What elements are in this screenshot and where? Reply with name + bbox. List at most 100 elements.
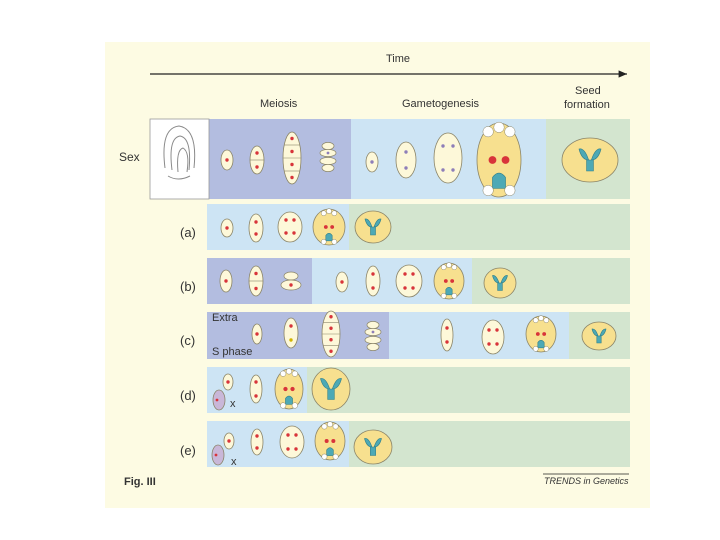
nucleus	[289, 338, 293, 342]
nucleus	[226, 380, 230, 384]
nucleus	[290, 162, 294, 167]
nucleus	[255, 446, 259, 450]
flower-sketch	[170, 135, 191, 171]
x-mark-e: x	[231, 456, 237, 468]
antipodal-cell	[332, 453, 339, 460]
spore-cell	[283, 271, 299, 281]
antipodal-cell	[482, 184, 494, 196]
antipodal-cell	[543, 346, 550, 352]
seed-header-line1: Seed	[575, 85, 601, 97]
antipodal-cell	[451, 293, 458, 299]
flower-sketch	[163, 125, 196, 169]
zygote	[492, 172, 506, 189]
zygote	[445, 287, 453, 296]
synergid	[451, 264, 458, 271]
nucleus	[292, 218, 296, 222]
egg-cell	[538, 315, 544, 321]
nucleus	[370, 160, 374, 164]
nucleus	[371, 272, 375, 276]
nucleus	[329, 349, 333, 353]
nucleus	[487, 328, 491, 332]
nucleus	[254, 394, 258, 398]
two-nucleate-sac	[248, 213, 264, 243]
four-nucleate-sac	[279, 425, 305, 459]
nucleus	[329, 326, 333, 330]
megaspore-tetrad	[321, 164, 335, 172]
polar-nucleus	[283, 386, 288, 392]
flower-box	[149, 118, 210, 200]
egg-cell	[446, 262, 452, 268]
row-label-a: (a)	[180, 225, 196, 240]
nucleus	[371, 330, 375, 334]
nucleus	[403, 272, 407, 276]
synergid	[543, 317, 550, 324]
polar-nucleus	[535, 332, 540, 336]
four-nucleate-sac	[277, 211, 303, 243]
nucleus	[495, 328, 499, 332]
nucleus	[286, 433, 290, 437]
flower-sketch	[177, 147, 189, 173]
synergid	[280, 370, 287, 377]
credit-text: TRENDS in Genetics	[544, 476, 629, 486]
row-d-seed-band	[307, 367, 630, 413]
four-nucleate-sac	[395, 264, 423, 298]
polar-nucleus	[501, 156, 510, 164]
row-label-e: (e)	[180, 443, 196, 458]
nucleus	[294, 433, 298, 437]
four-nucleate-sac	[433, 132, 463, 184]
nucleus	[404, 166, 408, 170]
synergid	[532, 317, 539, 324]
gametogenesis-header: Gametogenesis	[402, 98, 480, 110]
synergid	[332, 423, 339, 430]
nucleus	[284, 218, 288, 222]
antipodal-cell	[321, 453, 328, 460]
two-nucleate-sac	[365, 265, 381, 297]
extra-s-phase-line1: Extra	[212, 312, 238, 324]
megaspore-tetrad	[321, 142, 335, 150]
nucleus	[254, 271, 258, 276]
nucleus	[284, 231, 288, 235]
nucleus	[294, 447, 298, 451]
polar-nucleus	[450, 279, 455, 283]
nucleus	[215, 398, 219, 402]
four-nucleate-sac	[481, 319, 505, 355]
nucleus	[255, 434, 259, 438]
nucleus	[329, 315, 333, 319]
nucleus	[451, 144, 455, 148]
nucleus	[225, 226, 229, 230]
two-nucleate-sac	[395, 141, 417, 179]
embryo-axis	[370, 446, 376, 456]
replicated-cell	[283, 317, 299, 349]
nucleus	[411, 272, 415, 276]
megaspore-tetrad	[366, 343, 380, 351]
flower-sketch	[167, 175, 191, 180]
nucleus	[451, 168, 455, 172]
figure-label: Fig. III	[124, 476, 156, 488]
nucleus	[286, 447, 290, 451]
nucleus	[255, 151, 259, 155]
two-nucleate-sac	[249, 374, 263, 404]
embryo-axis	[586, 159, 594, 172]
polar-nucleus	[542, 332, 547, 336]
nucleus	[254, 286, 258, 291]
row-a-seed-band	[349, 204, 630, 250]
synergid	[440, 264, 447, 271]
nucleus	[403, 286, 407, 290]
synergid	[504, 126, 516, 138]
nucleus	[224, 279, 228, 283]
nucleus	[441, 168, 445, 172]
zygote	[325, 233, 333, 242]
synergid	[320, 210, 327, 217]
polar-nucleus	[330, 225, 335, 229]
x-mark-d: x	[230, 398, 236, 410]
zygote	[326, 447, 334, 456]
nucleus	[255, 165, 259, 169]
nucleus	[227, 439, 231, 443]
nucleus	[255, 332, 259, 336]
embryo-axis	[327, 388, 335, 400]
nucleus	[326, 151, 330, 155]
nucleus	[445, 326, 449, 330]
megaspore-tetrad	[319, 157, 337, 165]
egg-cell	[493, 121, 505, 133]
